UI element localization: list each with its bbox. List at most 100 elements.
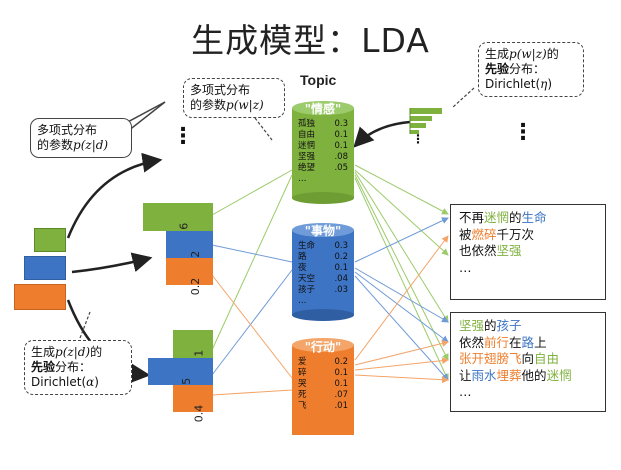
topic-word-highlight: 埋葬 [496,367,522,383]
topic-word-row: 绝望 .05 [298,163,348,174]
topic-word-prior-icon [409,108,442,134]
topic-cylinder-emotion [292,101,354,204]
topic-word-prob: 0.1 [334,368,348,378]
callout-topic-word-prior: 生成p(w|z)的 先验分布： Dirichlet(η) [478,42,584,97]
topic-word-highlight: 自由 [534,351,560,366]
topic-word-highlight: 燃碎 [471,226,497,242]
topic-word: … [298,296,307,306]
callout-doc-topic-prior: 生成p(z|d)的 先验分布： Dirichlet(α) [24,340,132,395]
topic-word-row: 哭 0.1 [298,379,348,390]
doc2-topic-distribution: 0.1 0.5 0.4 [148,330,213,422]
topic-thing-words: 生命 0.3 路 0.2 夜 0.1 天空 .04 孩子 .03 … [294,239,352,307]
topic-word: 绝望 [298,163,316,173]
topic-word-prob: 0.1 [334,263,348,273]
document-line: 依然前行在路上 [459,335,597,352]
document-2: 坚强的孩子依然前行在路上张开翅膀飞向自由让雨水埋葬他的迷惘… [450,312,606,412]
document-text: 的 [509,210,522,225]
topic-word-highlight: 路 [521,334,535,350]
topic-word: 迷惘 [298,141,316,151]
topic-word: 飞 [298,401,307,411]
topic-word-highlight: 生命 [521,210,547,225]
topic-word-prob: .01 [334,401,348,411]
topic-word-highlight: 迷惘 [546,367,572,383]
document-line: 被燃碎千万次 [459,227,597,244]
callout-doc-topic-param: 多项式分布 的参数p(z|d) [30,118,132,158]
topic-word-highlight: 迷惘 [484,210,510,225]
topic-word-row: 天空 .04 [298,274,348,285]
document-line: 让雨水埋葬他的迷惘 [459,368,597,385]
topic-word-row: 爱 0.2 [298,357,348,368]
topic-word-row: … [298,174,348,185]
doc2-blue-bar: 0.5 [148,358,213,395]
doc1-green-bar: 0.6 [143,203,213,240]
doc1-orange-bar: 0.2 [166,258,213,295]
callout-topic-word-param: 多项式分布 的参数p(w|z) [183,78,285,118]
topic-word: 天空 [298,274,316,284]
topic-word-row: 孩子 .03 [298,285,348,296]
topic-word-highlight: 张开翅膀飞 [459,351,522,366]
document-text: 被 [459,226,472,242]
topic-word-prob: 0.1 [334,130,348,140]
document-text: 让 [459,367,472,383]
document-text: … [459,259,472,275]
topic-emotion-title: "情感" [304,102,342,116]
topic-word-prob: 0.2 [334,252,348,262]
document-line: … [459,384,597,401]
topic-word: 爱 [298,357,307,367]
topic-column-header: Topic [300,72,337,88]
topic-word-row: 路 0.2 [298,252,348,263]
topic-word-row: 碎 0.1 [298,368,348,379]
document-line: 也依然坚强 [459,243,597,260]
doc2-green-bar: 0.1 [173,330,213,367]
topic-word-prob: .04 [334,274,348,284]
document-text: 上 [534,334,547,350]
topic-word: 哭 [298,379,307,389]
page-title: 生成模型：LDA [191,21,430,60]
document-line: 张开翅膀飞向自由 [459,351,597,368]
topic-cylinder-thing [292,223,354,321]
topic-word-prob: 0.1 [334,379,348,389]
topic-word-prob: 0.3 [334,241,348,251]
topic-word-prob: .08 [334,152,348,162]
document-text: 的 [484,318,497,333]
topic-word: … [298,174,307,184]
topic-word-row: 死.07 [298,390,348,401]
document-line: … [459,260,597,277]
topic-word-highlight: 孩子 [496,318,522,333]
topic-word: 坚强 [298,152,316,162]
topic-word-row: 飞 .01 [298,401,348,412]
topic-word-highlight: 雨水 [471,367,497,383]
document-1: 不再迷惘的生命被燃碎千万次也依然坚强… [450,204,606,300]
topic-word: 孩子 [298,285,316,295]
document-text: 向 [521,351,535,366]
topic-word: 碎 [298,368,307,378]
doc1-blue-bar: 0.2 [166,231,213,268]
topic-word: 生命 [298,241,316,251]
document-text: 他的 [521,367,547,383]
topic-word: 路 [298,252,307,262]
topic-word: 死 [298,390,307,400]
topic-word: 夜 [298,263,307,273]
topic-word: 自由 [298,130,316,140]
topic-word-row: 坚强 .08 [298,152,348,163]
topic-word-prob: .05 [334,163,348,173]
doc1-topic-distribution: 0.6 0.2 0.2 [143,203,213,295]
document-text: … [459,384,472,399]
topic-word-highlight: 坚强 [496,243,522,258]
topic-word-highlight: 前行 [484,334,510,350]
ellipsis-topics: ⋮ [512,120,534,145]
topic-word-prob: .03 [334,285,348,295]
topic-word-row: … [298,296,348,307]
topic-word-prob: 0.2 [334,357,348,367]
doc2-orange-bar: 0.4 [173,385,213,422]
document-text: 依然 [459,334,485,350]
document-line: 坚强的孩子 [459,318,597,335]
